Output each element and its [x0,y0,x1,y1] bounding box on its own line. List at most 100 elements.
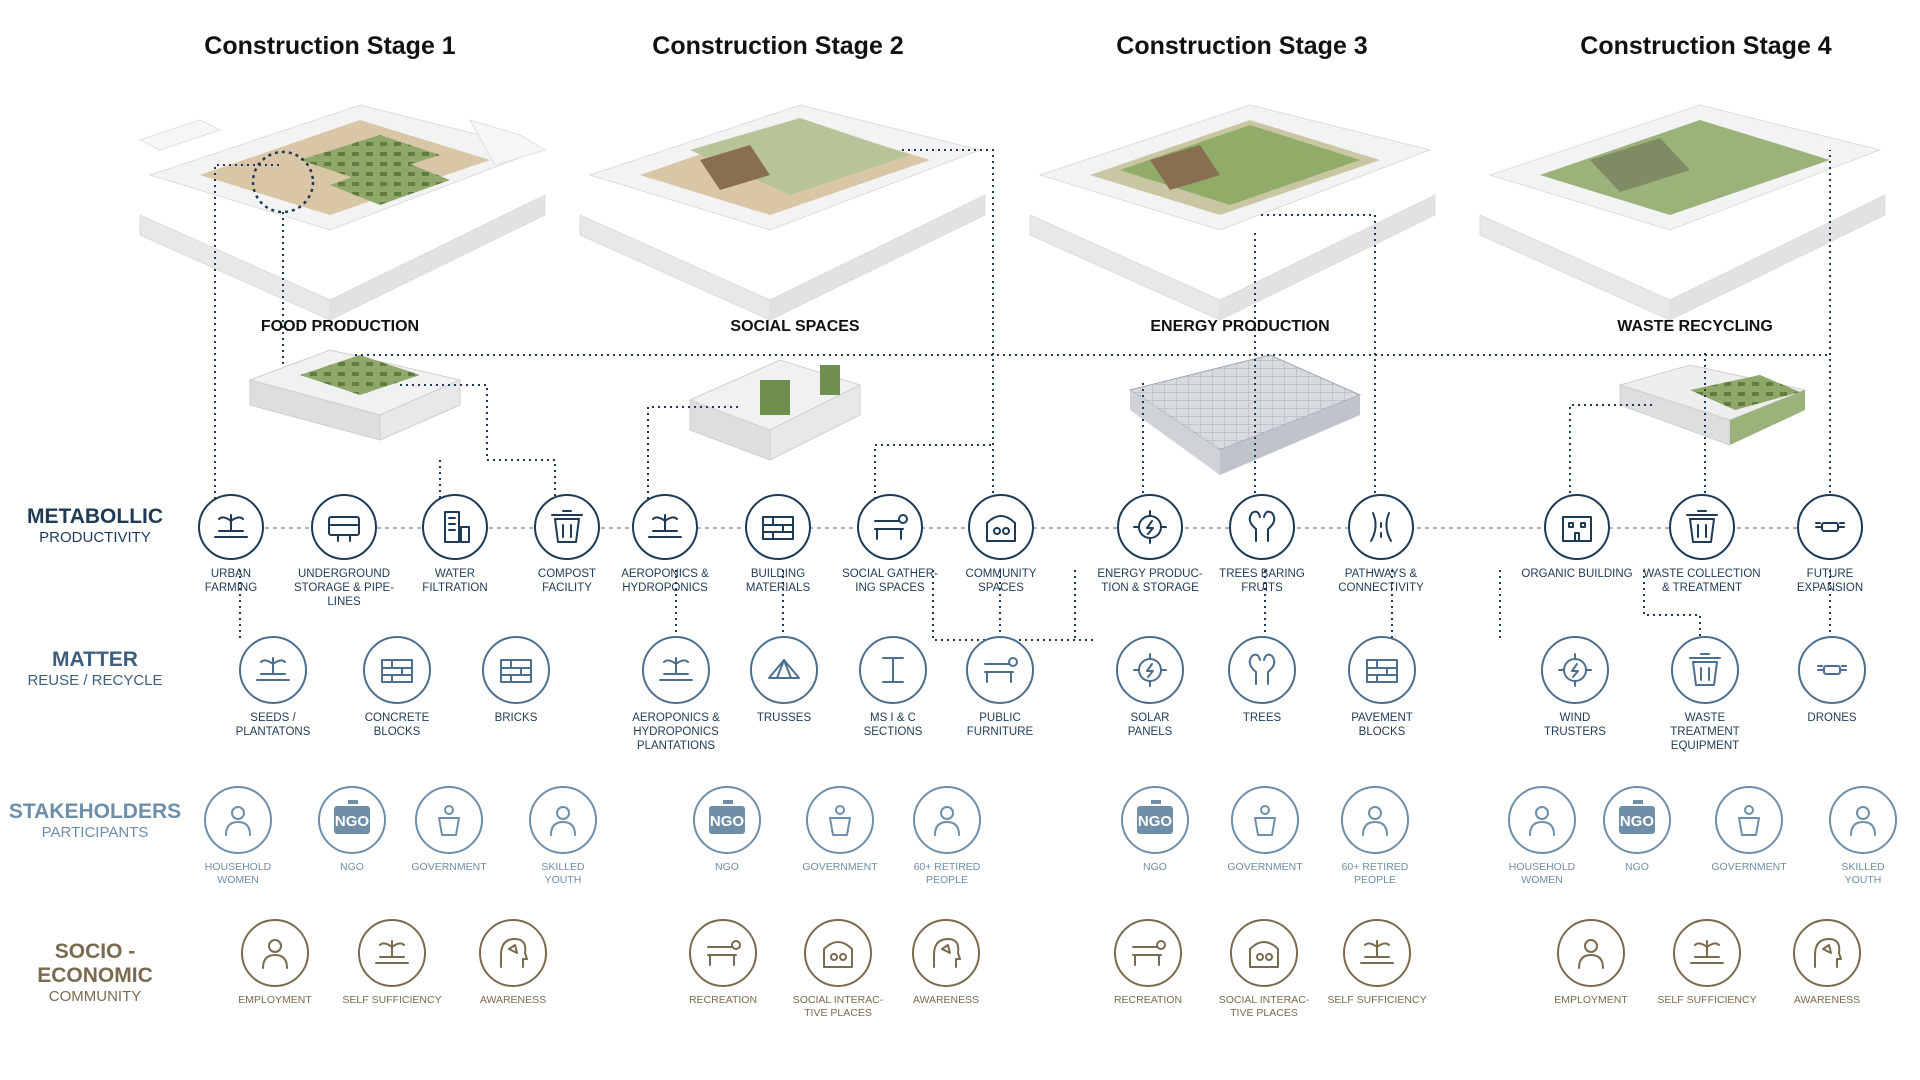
waste-treatment-icon [1671,636,1739,704]
matter-item: MS I & C SECTIONS [823,635,963,739]
row-title-socio: SOCIO - ECONOMIC COMMUNITY [0,940,195,1005]
wind-turbine-icon [1541,636,1609,704]
matter-item: PAVEMENT BLOCKS [1312,635,1452,739]
urban-farming-icon [198,494,264,560]
matter-item: SEEDS / PLANTATONS [203,635,343,739]
ngo-icon: NGO [1603,786,1671,854]
icon-label: 60+ RETIRED PEOPLE [913,861,981,886]
icon-label: UNDERGROUND STORAGE & PIPE- LINES [293,568,395,608]
icon-label: GOVERNMENT [411,861,487,873]
government-icon [1715,786,1783,854]
site-model-stage-3 [1029,104,1436,321]
row-title-socio-main: SOCIO - ECONOMIC [37,940,153,987]
socio-item: SOCIAL INTERAC- TIVE PLACES [768,918,908,1020]
socio-item: AWARENESS [876,918,1016,1007]
site-model-stage-1 [138,104,547,321]
icon-label: SOCIAL INTERAC- TIVE PLACES [792,994,884,1019]
icon-label: TREES [1242,712,1282,724]
matter-item: PUBLIC FURNITURE [930,635,1070,739]
trusses-icon [750,636,818,704]
matter-item: TRUSSES [714,635,854,725]
icon-label: COMMUNITY SPACES [965,568,1037,594]
retired-people-icon [913,786,981,854]
matter-item: WIND TRUSTERS [1505,635,1645,739]
function-social-spaces: SOCIAL SPACES [730,318,860,335]
stakeholder-item: GOVERNMENT [379,785,519,874]
employment-icon [1557,919,1625,987]
row-title-metabolic-main: METABOLLIC [26,505,164,528]
metabolic-item: COMPOST FACILITY [497,493,637,595]
row-title-stakeholders-sub: PARTICIPANTS [41,824,149,841]
ngo-badge-text: NGO [1138,813,1173,830]
row-title-matter-sub: REUSE / RECYCLE [27,672,163,689]
icon-label: SKILLED YOUTH [1841,861,1885,886]
bricks-icon [482,636,550,704]
stakeholder-item: SKILLED YOUTH [1793,785,1920,887]
icon-label: BUILDING MATERIALS [745,568,811,594]
aeroponics-icon [632,494,698,560]
self-sufficiency-icon [1343,919,1411,987]
icon-label: FUTURE EXPANSION [1796,568,1864,594]
icon-label: SELF SUFFICIENCY [1327,994,1427,1006]
icon-label: EMPLOYMENT [1554,994,1628,1006]
community-spaces-icon [968,494,1034,560]
social-interactive-icon [1230,919,1298,987]
icon-label: SELF SUFFICIENCY [342,994,442,1006]
metabolic-item: COMMUNITY SPACES [931,493,1071,595]
building-materials-icon [745,494,811,560]
stakeholder-item: NGO NGO [1567,785,1707,874]
icon-label: SOCIAL INTERAC- TIVE PLACES [1218,994,1310,1019]
seeds-icon [239,636,307,704]
metabolic-item: UNDERGROUND STORAGE & PIPE- LINES [274,493,414,609]
trees-icon [1228,636,1296,704]
icon-label: PUBLIC FURNITURE [966,712,1034,738]
awareness-icon [479,919,547,987]
stage-2-title: Construction Stage 2 [652,32,904,60]
stage-4-title: Construction Stage 4 [1580,32,1832,60]
metabolic-item: WATER FILTRATION [385,493,525,595]
icon-label: AEROPONICS & HYDROPONICS PLANTATIONS [632,712,720,752]
social-interactive-icon [804,919,872,987]
socio-item: SOCIAL INTERAC- TIVE PLACES [1194,918,1334,1020]
building-food-production [248,349,462,441]
water-filtration-icon [422,494,488,560]
ngo-badge-text: NGO [335,813,370,830]
metabolic-item: URBAN FARMING [161,493,301,595]
icon-label: HOUSEHOLD WOMEN [204,861,272,886]
icon-label: TRUSSES [756,712,812,724]
icon-label: HOUSEHOLD WOMEN [1508,861,1576,886]
ngo-icon: NGO [1121,786,1189,854]
icon-label: NGO [1625,861,1649,873]
building-social-spaces [688,359,862,461]
energy-production-icon [1117,494,1183,560]
stage-3-title: Construction Stage 3 [1116,32,1368,60]
socio-item: SELF SUFFICIENCY [1637,918,1777,1007]
socio-item: SELF SUFFICIENCY [1307,918,1447,1007]
awareness-icon [1793,919,1861,987]
row-title-metabolic-sub: PRODUCTIVITY [39,529,151,546]
icon-label: SKILLED YOUTH [541,861,585,886]
awareness-icon [912,919,980,987]
recreation-icon [689,919,757,987]
metabolic-item: ENERGY PRODUC- TION & STORAGE [1080,493,1220,595]
connector-lines [214,149,1831,641]
retired-people-icon [1341,786,1409,854]
household-women-icon [204,786,272,854]
icon-label: ENERGY PRODUC- TION & STORAGE [1097,568,1203,594]
icon-label: GOVERNMENT [1711,861,1787,873]
stakeholder-item: GOVERNMENT [1195,785,1335,874]
socio-item: AWARENESS [443,918,583,1007]
underground-storage-icon [311,494,377,560]
row-title-socio-sub: COMMUNITY [48,988,142,1005]
icon-label: MS I & C SECTIONS [863,712,923,738]
social-gathering-icon [857,494,923,560]
building-energy-production [1128,354,1362,475]
icon-label: 60+ RETIRED PEOPLE [1341,861,1409,886]
matter-item: SOLAR PANELS [1080,635,1220,739]
metabolic-item: BUILDING MATERIALS [708,493,848,595]
function-energy-production: ENERGY PRODUCTION [1150,318,1330,335]
organic-building-icon [1544,494,1610,560]
